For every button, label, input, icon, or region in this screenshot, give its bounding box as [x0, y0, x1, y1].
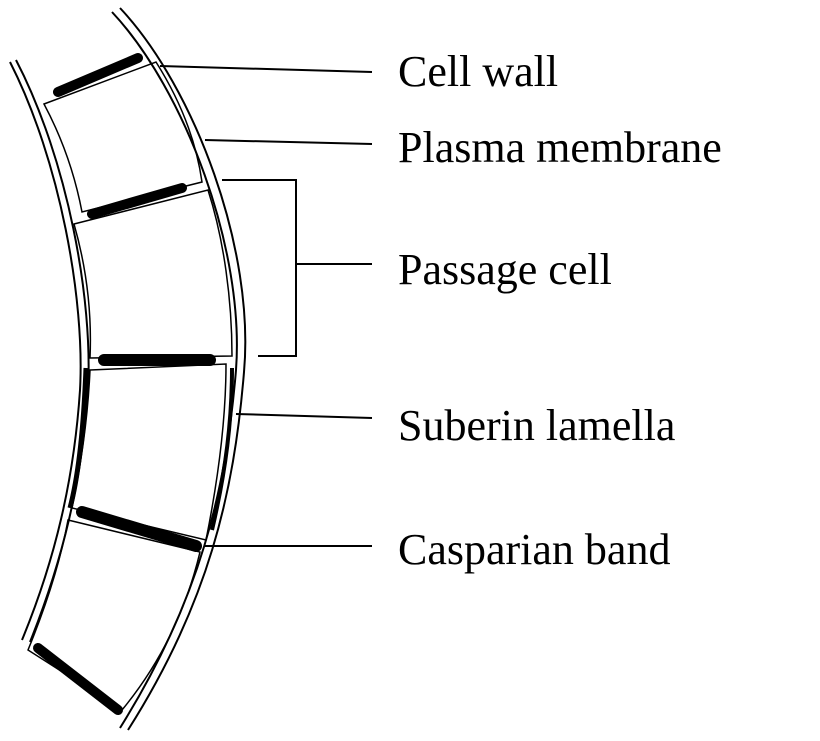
suberin-lamella-inner: [70, 368, 86, 508]
leader-suberin-lamella: [236, 414, 372, 418]
casparian-bands: [38, 58, 210, 710]
label-casparian-band: Casparian band: [398, 528, 670, 572]
label-suberin-lamella: Suberin lamella: [398, 404, 675, 448]
label-passage-cell: Passage cell: [398, 248, 612, 292]
leader-cell-wall: [160, 66, 372, 72]
label-plasma-membrane: Plasma membrane: [398, 126, 722, 170]
cell-outlines: [28, 62, 232, 710]
leader-plasma-membrane: [205, 140, 372, 144]
label-cell-wall: Cell wall: [398, 50, 558, 94]
inner-cell-wall-curve: [10, 60, 89, 642]
bracket-passage-cell: [222, 180, 296, 356]
